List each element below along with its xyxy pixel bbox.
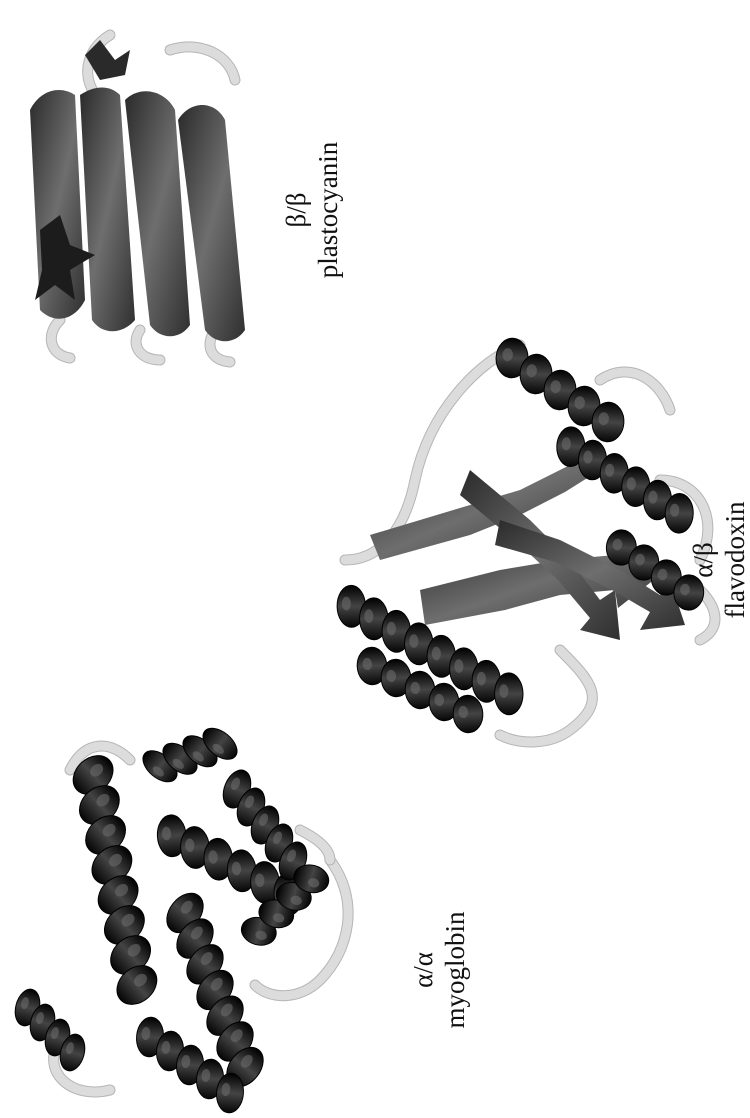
plastocyanin-label: β/β plastocyanin [281,141,343,278]
flavodoxin-helix [665,493,694,533]
flavodoxin-name: flavodoxin [720,501,750,618]
myoglobin-name: myoglobin [440,911,470,1029]
plastocyanin-loop [170,47,235,80]
plastocyanin-name: plastocyanin [313,141,343,278]
flavodoxin-structure [337,337,715,742]
plastocyanin-fold-class: β/β [281,193,311,228]
flavodoxin-helix [494,673,523,715]
myoglobin-fold-class: α/α [408,952,438,988]
plastocyanin-loop [136,330,160,360]
plastocyanin-structure [30,35,245,362]
flavodoxin-fold-class: α/β [688,542,718,577]
plastocyanin-strand [80,88,135,332]
myoglobin-structure [11,722,348,1114]
myoglobin-label: α/α myoglobin [408,911,470,1029]
